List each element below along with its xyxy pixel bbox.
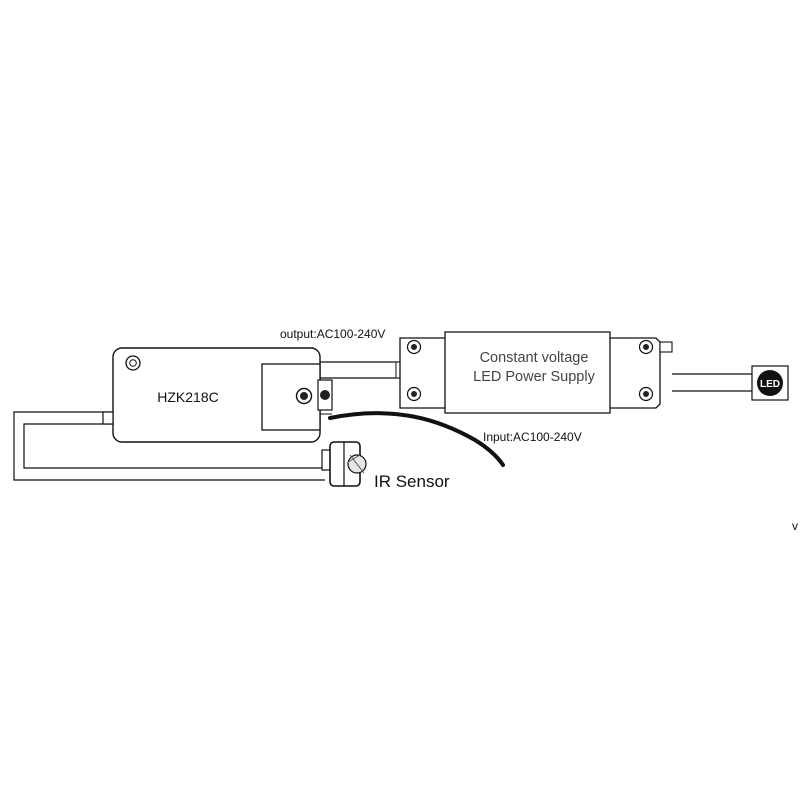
edge-text-fragment: v	[792, 519, 798, 533]
mounting-screw-icon	[638, 339, 654, 355]
output-voltage-label: output:AC100-240V	[280, 327, 385, 341]
sensor-port	[102, 411, 114, 425]
power-supply-title-line2: LED Power Supply	[473, 369, 595, 385]
power-supply-title-line1: Constant voltage	[480, 350, 589, 366]
terminal-screw-icon	[320, 390, 330, 400]
power-supply-box: Constant voltage LED Power Supply	[399, 331, 673, 414]
supply-output-port	[659, 341, 673, 353]
ir-sensor-label: IR Sensor	[374, 472, 450, 491]
terminal-screw-icon	[295, 387, 313, 405]
input-voltage-label: Input:AC100-240V	[483, 430, 582, 444]
controller-indicator-icon	[125, 355, 141, 371]
mounting-screw-icon	[638, 386, 654, 402]
led-icon	[757, 370, 783, 396]
output-cable	[318, 361, 407, 379]
controller-box: HZK218C	[102, 347, 333, 443]
input-cable	[328, 411, 505, 467]
led-label: LED	[760, 379, 780, 390]
led-cable	[672, 373, 752, 392]
controller-model-label: HZK218C	[157, 389, 218, 405]
sensor-cable	[13, 411, 325, 481]
mounting-screw-icon	[406, 339, 422, 355]
led-load: LED	[751, 365, 789, 401]
mounting-screw-icon	[406, 386, 422, 402]
ir-sensor	[321, 441, 367, 487]
